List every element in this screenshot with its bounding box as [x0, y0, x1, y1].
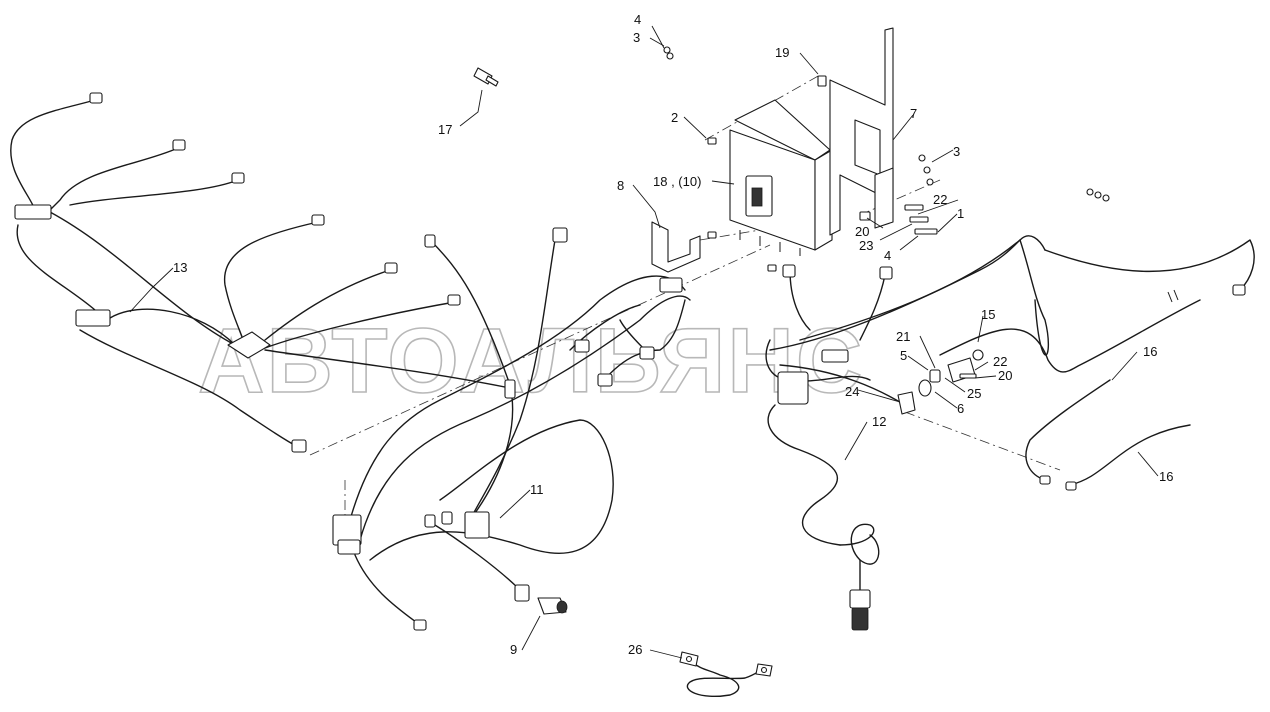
callout-16a: 16: [1143, 344, 1157, 359]
sensor-group: [897, 349, 984, 415]
callout-23: 23: [859, 238, 873, 253]
callout-5: 5: [900, 348, 907, 363]
wire-harness-13: [10, 92, 511, 453]
callout-labels: 4 3 19 17 2 7 3 8 18 , (10) 22 1 20 23 4…: [173, 12, 1173, 657]
callout-11: 11: [530, 482, 544, 497]
callout-12: 12: [872, 414, 886, 429]
bracket-8: [651, 221, 701, 273]
callout-20b: 20: [998, 368, 1012, 383]
callout-13: 13: [173, 260, 187, 275]
callout-3: 3: [633, 30, 640, 45]
callout-18: 18 , (10): [653, 174, 701, 189]
leader-lines: [129, 25, 1159, 659]
callout-20a: 20: [855, 224, 869, 239]
wire-harness-12: [765, 235, 1255, 546]
wire-harness-11: [332, 227, 691, 631]
callout-2: 2: [671, 110, 678, 125]
callout-19: 19: [775, 45, 789, 60]
callout-25: 25: [967, 386, 981, 401]
callout-3b: 3: [953, 144, 960, 159]
callout-4: 4: [634, 12, 641, 27]
callout-22b: 22: [993, 354, 1007, 369]
fasteners: [663, 46, 1110, 272]
callout-24: 24: [845, 384, 859, 399]
callout-8: 8: [617, 178, 624, 193]
watermark: АВТОАЛЬЯНС: [198, 310, 864, 412]
bracket-7: [829, 27, 894, 236]
callout-15: 15: [981, 307, 995, 322]
callout-7: 7: [910, 106, 917, 121]
callout-16b: 16: [1159, 469, 1173, 484]
plug-17: [473, 67, 499, 87]
ground-cable-26: [679, 651, 773, 697]
callout-17: 17: [438, 122, 452, 137]
coiled-lead: [839, 523, 880, 631]
callout-4b: 4: [884, 248, 891, 263]
callout-21: 21: [896, 329, 910, 344]
callout-6: 6: [957, 401, 964, 416]
callout-22a: 22: [933, 192, 947, 207]
control-unit-18: [729, 99, 833, 256]
callout-9: 9: [510, 642, 517, 657]
callout-1: 1: [957, 206, 964, 221]
callout-26: 26: [628, 642, 642, 657]
switch-9: [514, 584, 568, 615]
